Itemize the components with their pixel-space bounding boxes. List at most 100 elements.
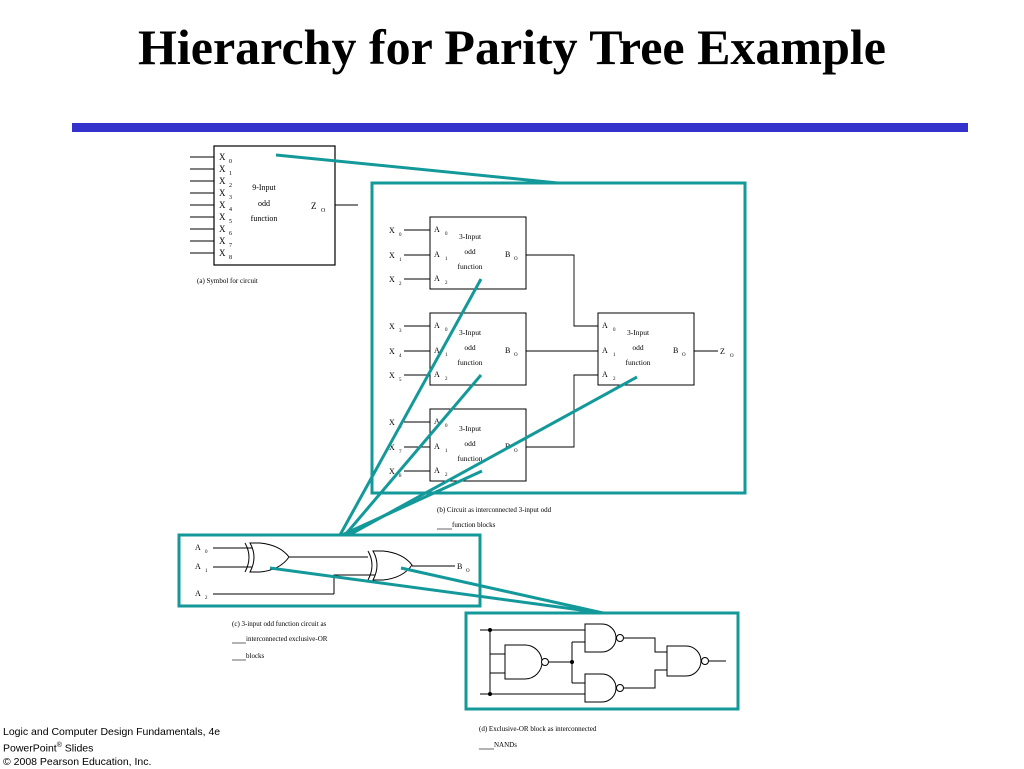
block-output-subscript: O bbox=[514, 449, 518, 454]
symbol-input-subscript: 8 bbox=[229, 255, 232, 261]
x-input-label: X bbox=[389, 251, 395, 260]
block-output-label: B bbox=[505, 346, 510, 355]
x-input-label: X bbox=[389, 371, 395, 380]
x-input-subscript: 0 bbox=[399, 233, 402, 238]
block-input-subscript: 0 bbox=[445, 424, 448, 429]
block-function-label: function bbox=[458, 454, 483, 463]
circuit-b-frame bbox=[370, 181, 747, 495]
symbol-function-label: 9-Input bbox=[252, 183, 276, 192]
nand-gate bbox=[504, 644, 543, 680]
block-output-subscript: O bbox=[514, 353, 518, 358]
symbol-input-subscript: 1 bbox=[229, 171, 232, 177]
block-input-label: A bbox=[434, 466, 440, 475]
block-input-subscript: 2 bbox=[445, 473, 448, 478]
block-function-label: odd bbox=[464, 439, 476, 448]
symbol-input-label: X bbox=[219, 152, 226, 162]
circuit-d-caption: NANDs bbox=[494, 741, 517, 749]
block-output-label: B bbox=[673, 346, 678, 355]
block-function-label: function bbox=[626, 358, 651, 367]
block-function-label: 3-Input bbox=[459, 424, 482, 433]
symbol-caption: (a) Symbol for circuit bbox=[197, 277, 258, 285]
block-function-label: 3-Input bbox=[627, 328, 650, 337]
symbol-input-subscript: 2 bbox=[229, 183, 232, 189]
circuit-c-frame bbox=[177, 533, 482, 608]
circuit-c-caption: interconnected exclusive-OR bbox=[246, 635, 328, 643]
x-input-subscript: 1 bbox=[399, 258, 402, 263]
block-input-subscript: 1 bbox=[445, 353, 448, 358]
block-input-label: A bbox=[434, 370, 440, 379]
xor-input-label: A bbox=[195, 589, 201, 598]
xor-gate bbox=[244, 542, 250, 573]
x-input-label: X bbox=[389, 443, 395, 452]
block-output-subscript: O bbox=[514, 257, 518, 262]
xor-input-subscript: 1 bbox=[205, 569, 208, 574]
symbol-input-subscript: 0 bbox=[229, 159, 232, 165]
block-input-subscript: 0 bbox=[445, 232, 448, 237]
block-function-label: 3-Input bbox=[459, 328, 482, 337]
block-function-label: odd bbox=[464, 247, 476, 256]
final-output-label: Z bbox=[720, 347, 725, 356]
slide-footer: Logic and Computer Design Fundamentals, … bbox=[3, 726, 220, 769]
block-input-subscript: 0 bbox=[613, 328, 616, 333]
block-function-label: odd bbox=[632, 343, 644, 352]
block-input-label: A bbox=[434, 346, 440, 355]
symbol-input-subscript: 6 bbox=[229, 231, 232, 237]
hierarchy-connector-lines bbox=[269, 153, 638, 615]
symbol-input-label: X bbox=[219, 176, 226, 186]
xor-circuit bbox=[213, 542, 455, 595]
title-underline-rule bbox=[72, 123, 968, 132]
symbol-input-subscript: 5 bbox=[229, 219, 232, 225]
block-input-label: A bbox=[434, 321, 440, 330]
symbol-function-label: function bbox=[251, 214, 278, 223]
footer-slides: Slides bbox=[61, 742, 94, 755]
symbol-input-label: X bbox=[219, 200, 226, 210]
xor-output-subscript: O bbox=[466, 569, 470, 574]
block-input-subscript: 1 bbox=[445, 449, 448, 454]
final-output-subscript: O bbox=[730, 354, 734, 359]
circuit-d-caption: (d) Exclusive-OR block as interconnected bbox=[479, 725, 597, 733]
symbol-input-label: X bbox=[219, 224, 226, 234]
footer-registered-mark: ® bbox=[56, 742, 62, 749]
x-input-subscript: 8 bbox=[399, 474, 402, 479]
x-input-label: X bbox=[389, 322, 395, 331]
x-input-label: X bbox=[389, 275, 395, 284]
symbol-input-label: X bbox=[219, 236, 226, 246]
symbol-input-label: X bbox=[219, 212, 226, 222]
x-input-label: X bbox=[389, 467, 395, 476]
symbol-9-input-odd-function: X X X X X X X X X 0 1 2 3 4 5 6 7 8 9-In… bbox=[190, 145, 358, 285]
nand-gate bbox=[584, 623, 617, 653]
symbol-input-subscript: 7 bbox=[229, 243, 232, 249]
circuit-b-caption: (b) Circuit as interconnected 3-input od… bbox=[437, 506, 552, 514]
block-input-subscript: 1 bbox=[445, 257, 448, 262]
block-function-label: odd bbox=[464, 343, 476, 352]
nand-gate bbox=[584, 673, 617, 703]
block-input-label: A bbox=[602, 346, 608, 355]
footer-powerpoint: PowerPoint bbox=[3, 742, 57, 755]
circuit-c-caption: blocks bbox=[246, 652, 265, 660]
footer-slides-label: PowerPoint® Slides bbox=[3, 739, 220, 756]
x-input-subscript: 3 bbox=[399, 329, 402, 334]
x-input-label: X bbox=[389, 418, 395, 427]
block-input-label: A bbox=[434, 417, 440, 426]
symbol-output-label: Z bbox=[311, 201, 317, 211]
symbol-input-subscript: 3 bbox=[229, 195, 232, 201]
x-input-subscript: 5 bbox=[399, 378, 402, 383]
block-function-label: 3-Input bbox=[459, 232, 482, 241]
block-function-label: function bbox=[458, 262, 483, 271]
odd-function-block: A A A B 0 1 2 O 3-Input odd function bbox=[429, 216, 527, 290]
block-input-subscript: 2 bbox=[613, 377, 616, 382]
odd-function-block: A A A B 0 1 2 O 3-Input odd function bbox=[429, 312, 527, 386]
xor-input-subscript: 0 bbox=[205, 550, 208, 555]
block-input-subscript: 0 bbox=[445, 328, 448, 333]
xor-input-label: A bbox=[195, 562, 201, 571]
symbol-output-subscript: O bbox=[321, 208, 326, 214]
xor-input-label: A bbox=[195, 543, 201, 552]
xor-output-label: B bbox=[457, 562, 462, 571]
nand-circuit bbox=[480, 623, 726, 703]
symbol-input-label: X bbox=[219, 188, 226, 198]
symbol-input-label: X bbox=[219, 164, 226, 174]
block-input-label: A bbox=[602, 321, 608, 330]
nand-gate bbox=[666, 645, 702, 677]
footer-book-title: Logic and Computer Design Fundamentals, … bbox=[3, 726, 221, 738]
